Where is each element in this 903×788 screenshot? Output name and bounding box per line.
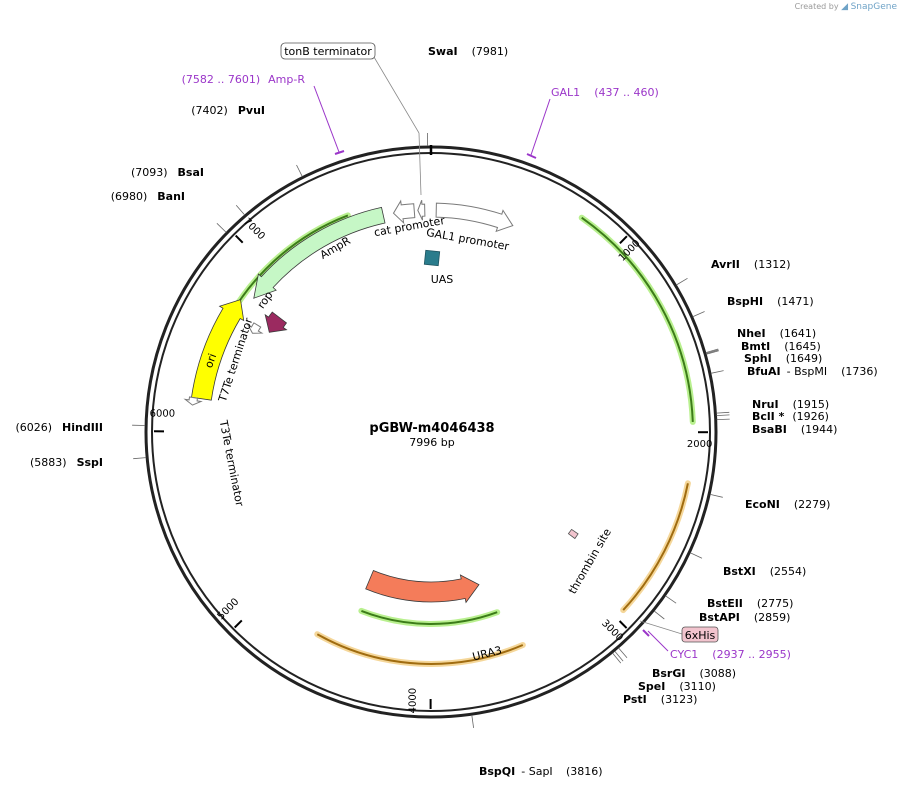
site-bfuai-bspmi[interactable]: BfuAI- BspMI(1736)	[747, 365, 878, 378]
site-leader-line	[706, 350, 719, 355]
site-leader-line	[216, 223, 227, 233]
plasmid-size: 7996 bp	[409, 436, 454, 449]
site-bstapi[interactable]: BstAPI(2859)	[699, 611, 790, 624]
tick-label: 7000	[241, 216, 267, 242]
site-hindiii[interactable]: (6026)HindIII	[15, 421, 103, 434]
t3te-terminator-label: T3Te terminator	[217, 418, 247, 508]
snapgene-credit: Created by ◢ SnapGene	[795, 2, 897, 12]
site-bsphi[interactable]: BspHI(1471)	[727, 295, 814, 308]
site-leader-line	[710, 370, 724, 374]
tick-label: 2000	[687, 439, 712, 450]
rop-arrow[interactable]	[264, 311, 288, 333]
site-leader-line	[471, 715, 474, 728]
snapgene-logo-icon: ◢	[841, 2, 849, 12]
site-leader-line	[692, 311, 705, 318]
orf-arc-glow	[620, 480, 691, 614]
his-tag-callout[interactable]: 6xHis	[639, 620, 719, 643]
site-leader-line	[235, 204, 246, 216]
tick-mark	[233, 619, 243, 629]
site-bcli[interactable]: BclI *(1926)	[752, 410, 829, 423]
site-leader-line	[690, 552, 703, 559]
site-leader-line	[296, 164, 303, 177]
site-leader-line	[710, 494, 723, 498]
site-bstxi[interactable]: BstXI(2554)	[723, 565, 806, 578]
ura3-label: URA3	[471, 644, 503, 664]
primer-amp-r[interactable]: (7582 .. 7601)Amp-R	[182, 73, 306, 86]
ura3-arrow[interactable]	[365, 569, 480, 604]
site-pvui[interactable]: (7402)PvuI	[191, 104, 265, 117]
cat-promoter-arrow[interactable]	[392, 199, 416, 225]
site-leader-line	[133, 457, 147, 460]
site-leader-line	[653, 610, 665, 620]
site-bsai[interactable]: (7093)BsaI	[131, 166, 204, 179]
primer-layer: GAL1(437 .. 460) (7582 .. 7601)Amp-R CYC…	[182, 73, 791, 661]
site-leader-line	[614, 650, 624, 662]
site-leader-layer	[132, 132, 730, 728]
ampr-arrow[interactable]	[253, 206, 386, 299]
site-sspi[interactable]: (5883)SspI	[30, 456, 103, 469]
site-avrii[interactable]: AvrII(1312)	[711, 258, 790, 271]
uas-box[interactable]	[423, 249, 441, 267]
orf-arc-line	[622, 483, 689, 611]
site-bani[interactable]: (6980)BanI	[111, 190, 185, 203]
site-leader-line	[612, 652, 622, 664]
tick-mark	[618, 620, 628, 629]
orf-arc-line	[361, 609, 498, 625]
site-nrui[interactable]: NruI(1915)	[752, 398, 829, 411]
site-bspqi-sapi-num: (3816)	[566, 765, 603, 778]
ori-label: ori	[202, 352, 219, 370]
site-bspqi-sapi[interactable]: BspQI- SapI	[479, 765, 553, 778]
t7te-terminator-arrow[interactable]	[246, 322, 264, 334]
credit-created-by: Created by	[794, 2, 839, 11]
site-leader-line	[676, 277, 688, 286]
gal1-promoter-arrow[interactable]	[435, 202, 514, 233]
tick-label: 5000	[216, 596, 242, 622]
site-bsteii[interactable]: BstEII(2775)	[707, 597, 793, 610]
site-leader-line	[716, 418, 730, 420]
site-econi[interactable]: EcoNI(2279)	[745, 498, 830, 511]
site-bsabi[interactable]: BsaBI(1944)	[752, 423, 837, 436]
t3te-terminator-arrow[interactable]	[183, 396, 203, 406]
tick-label: 4000	[408, 688, 419, 713]
primer-cyc1[interactable]: CYC1(2937 .. 2955)	[670, 648, 791, 661]
site-leader-line	[716, 414, 730, 416]
tonb-terminator-label: tonB terminator	[284, 45, 372, 58]
tick-label: 6000	[150, 409, 175, 420]
site-leader-line	[618, 647, 628, 659]
tick-mark	[619, 235, 628, 245]
site-bsrgi[interactable]: BsrGI(3088)	[652, 667, 736, 680]
plasmid-name: pGBW-m4046438	[369, 421, 494, 436]
uas-label: UAS	[431, 273, 454, 286]
tonb-terminator-arrow[interactable]	[417, 200, 426, 221]
site-label-layer: SwaI(7981) AvrII(1312) BspHI(1471) NheI(…	[15, 45, 877, 778]
site-spei[interactable]: SpeI(3110)	[638, 680, 716, 693]
primer-gal1[interactable]: GAL1(437 .. 460)	[551, 86, 659, 99]
orf-arc-line	[581, 216, 694, 422]
tick-mark	[234, 234, 244, 244]
tonb-terminator-callout[interactable]: tonB terminator	[280, 42, 422, 196]
site-sphi[interactable]: SphI(1649)	[744, 352, 822, 365]
feature-layer	[183, 199, 579, 604]
site-bmti[interactable]: BmtI(1645)	[741, 340, 821, 353]
thrombin-site-box[interactable]	[567, 528, 579, 540]
site-leader-line	[665, 595, 677, 604]
ori-arrow[interactable]	[191, 299, 245, 401]
site-leader-line	[716, 411, 730, 414]
site-leader-line	[705, 348, 719, 353]
site-swai[interactable]: SwaI(7981)	[428, 45, 508, 58]
site-leader-line	[705, 349, 719, 354]
site-psti[interactable]: PstI(3123)	[623, 693, 697, 706]
credit-brand: SnapGene	[850, 2, 897, 12]
his-tag-label: 6xHis	[685, 629, 716, 642]
orf-arc-line	[316, 633, 524, 665]
site-nhei[interactable]: NheI(1641)	[737, 327, 816, 340]
